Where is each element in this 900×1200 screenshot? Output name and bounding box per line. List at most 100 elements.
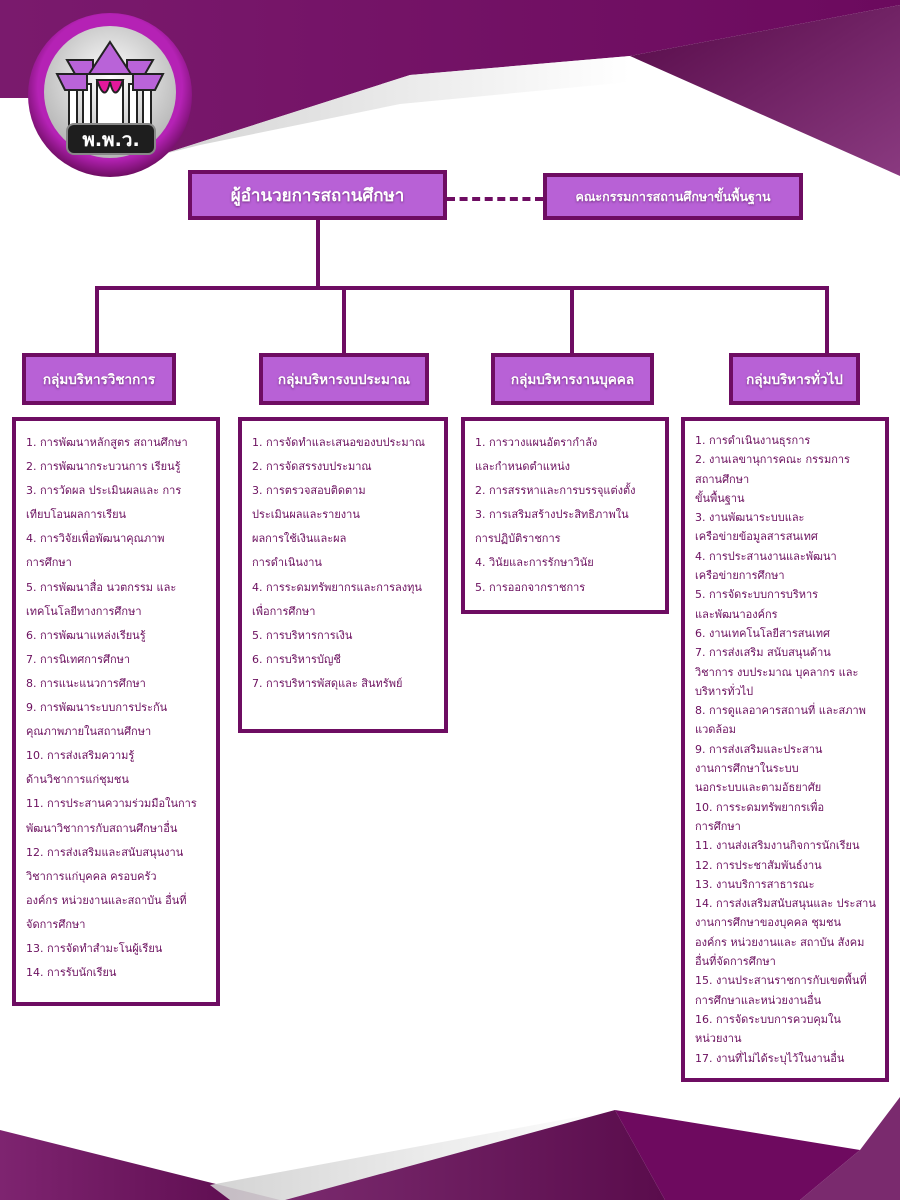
duty-item-line: วิชาการแก่บุคคล ครอบครัว [26, 869, 157, 883]
duty-item-line: 14. การรับนักเรียน [26, 966, 117, 980]
duty-item-line: การศึกษา [26, 556, 72, 570]
duty-item-line: 4. การประสานงานและพัฒนา [695, 549, 837, 563]
group-title: กลุ่มบริหารงบประมาณ [277, 372, 411, 388]
group-box-general: กลุ่มบริหารทั่วไป [729, 353, 860, 405]
duty-item-line: การดำเนินงาน [252, 556, 322, 570]
duty-item-line: สถานศึกษา [695, 472, 750, 486]
group-box-budget: กลุ่มบริหารงบประมาณ [259, 353, 429, 405]
duty-item-line: 6. การบริหารบัญชี [252, 652, 341, 666]
duty-item-line: 5. การบริหารการเงิน [252, 628, 353, 642]
top-banner-shape [0, 0, 900, 176]
duty-item-line: 16. การจัดระบบการควบคุมใน [695, 1012, 841, 1026]
duty-item-line: แวดล้อม [695, 723, 737, 737]
committee-label: คณะกรรมการสถานศึกษาขั้นพื้นฐาน [575, 188, 771, 204]
committee-box: คณะกรรมการสถานศึกษาขั้นพื้นฐาน [543, 173, 803, 220]
duty-item-line: 11. การประสานความร่วมมือในการ [26, 797, 197, 811]
duty-item-line: 4. วินัยและการรักษาวินัย [475, 556, 594, 570]
duty-item-line: 12. การประชาสัมพันธ์งาน [695, 858, 822, 872]
duty-item-line: นอกระบบและตามอัธยาศัย [695, 781, 822, 795]
duty-item-line: บริหารทั่วไป [695, 684, 754, 698]
duty-list-budget: 1. การจัดทำและเสนอของบประมาณ 2. การจัดสรร… [238, 417, 448, 733]
duty-item-line: 4. การวิจัยเพื่อพัฒนาคุณภาพ [26, 532, 165, 546]
duty-item-line: 6. งานเทคโนโลยีสารสนเทศ [695, 626, 830, 640]
duty-item-line: งานการศึกษาในระบบ [695, 762, 799, 776]
duty-item-line: และพัฒนาองค์กร [695, 607, 778, 621]
duty-item-line: จัดการศึกษา [26, 917, 86, 931]
group-title: กลุ่มบริหารงานบุคคล [510, 372, 635, 388]
duty-item-line: 3. การวัดผล ประเมินผลและ การ [26, 484, 182, 498]
duty-item-line: องค์กร หน่วยงานและสถาบัน อื่นที่ [26, 893, 187, 907]
school-logo: พ.พ.ว. [28, 13, 192, 177]
duty-item-line: 1. การจัดทำและเสนอของบประมาณ [252, 436, 426, 449]
duty-item-line: 7. การนิเทศการศึกษา [26, 652, 131, 666]
thai-temple-roof-icon [55, 40, 165, 130]
connector-group-3 [570, 286, 574, 354]
group-title: กลุ่มบริหารวิชาการ [42, 372, 156, 388]
connector-group-4 [825, 286, 829, 354]
duty-item-line: อื่นที่จัดการศึกษา [695, 955, 776, 969]
duty-item-line: 8. การแนะแนวการศึกษา [26, 676, 146, 690]
director-box: ผู้อำนวยการสถานศึกษา [188, 170, 447, 220]
group-title: กลุ่มบริหารทั่วไป [746, 372, 843, 388]
connector-group-1 [95, 286, 99, 354]
duty-item-line: 7. การส่งเสริม สนับสนุนด้าน [695, 646, 831, 660]
duty-item-line: 1. การวางแผนอัตรากำลัง [475, 436, 598, 449]
duty-list-academic: 1. การพัฒนาหลักสูตร สถานศึกษา 2. การพัฒนา… [12, 417, 220, 1006]
duty-item-line: 2. การจัดสรรงบประมาณ [252, 460, 372, 474]
duty-item-line: 2. งานเลขานุการคณะ กรรมการ [695, 453, 850, 467]
connector-committee-dashed [447, 197, 543, 201]
duty-item-line: 2. การสรรหาและการบรรจุแต่งตั้ง [475, 484, 636, 498]
logo-label-plate: พ.พ.ว. [66, 123, 156, 155]
duty-item-line: 5. การพัฒนาสื่อ นวตกรรม และ [26, 580, 177, 594]
duty-list-general: 1. การดำเนินงานธุรการ 2. งานเลขานุการคณะ … [681, 417, 889, 1082]
duty-item-line: หน่วยงาน [695, 1032, 742, 1046]
duty-item-line: วิชาการ งบประมาณ บุคลากร และ [695, 665, 859, 679]
connector-horizontal [95, 286, 829, 290]
duty-item-line: 8. การดูแลอาคารสถานที่ และสภาพ [695, 704, 866, 718]
duty-item-line: พัฒนาวิชาการกับสถานศึกษาอื่น [26, 821, 178, 835]
duty-item-line: เครือข่ายข้อมูลสารสนเทศ [695, 530, 818, 544]
duty-item-line: เพื่อการศึกษา [252, 604, 316, 618]
duty-item-line: 9. การส่งเสริมและประสาน [695, 742, 823, 756]
connector-director-down [316, 218, 320, 289]
connector-group-2 [342, 286, 346, 354]
duty-item-line: เทคโนโลยีทางการศึกษา [26, 604, 142, 618]
group-box-personnel: กลุ่มบริหารงานบุคคล [491, 353, 654, 405]
logo-label: พ.พ.ว. [82, 129, 139, 151]
duty-item-line: 7. การบริหารพัสดุและ สินทรัพย์ [252, 676, 403, 690]
bottom-banner-shape [0, 1097, 900, 1200]
duty-item-line: การปฏิบัติราชการ [475, 532, 561, 546]
duty-item-line: 17. งานที่ไม่ได้ระบุไว้ในงานอื่น [695, 1051, 845, 1065]
duty-item-line: 3. การเสริมสร้างประสิทธิภาพใน [475, 508, 629, 522]
duty-item-line: 15. งานประสานราชการกับเขตพื้นที่ [695, 974, 867, 988]
duty-item-line: 14. การส่งเสริมสนับสนุนและ ประสาน [695, 897, 876, 911]
group-box-academic: กลุ่มบริหารวิชาการ [22, 353, 176, 405]
duty-item-line: คุณภาพภายในสถานศึกษา [26, 725, 152, 739]
duty-item-line: 13. การจัดทำสำมะโนผู้เรียน [26, 941, 163, 955]
duty-item-line: 13. งานบริการสาธารณะ [695, 877, 815, 891]
duty-item-line: 3. งานพัฒนาระบบและ [695, 511, 805, 525]
director-label: ผู้อำนวยการสถานศึกษา [230, 185, 405, 206]
duty-item-line: การศึกษา [695, 819, 741, 833]
duty-item-line: 1. การดำเนินงานธุรการ [695, 434, 811, 447]
duty-item-line: 2. การพัฒนากระบวนการ เรียนรู้ [26, 460, 181, 474]
duty-item-line: 5. การออกจากราชการ [475, 580, 586, 594]
duty-item-line: และกำหนดตำแหน่ง [475, 460, 571, 474]
duty-item-line: งานการศึกษาของบุคคล ชุมชน [695, 916, 842, 930]
duty-item-line: 3. การตรวจสอบติดตาม [252, 484, 366, 498]
duty-item-line: เครือข่ายการศึกษา [695, 569, 785, 583]
duty-item-line: ประเมินผลและรายงาน [252, 508, 360, 522]
duty-item-line: เทียบโอนผลการเรียน [26, 508, 127, 522]
duty-item-line: 9. การพัฒนาระบบการประกัน [26, 701, 168, 715]
duty-item-line: 4. การระดมทรัพยากรและการลงทุน [252, 580, 422, 594]
duty-item-line: 12. การส่งเสริมและสนับสนุนงาน [26, 845, 184, 859]
duty-item-line: 11. งานส่งเสริมงานกิจการนักเรียน [695, 839, 860, 853]
duty-item-line: 1. การพัฒนาหลักสูตร สถานศึกษา [26, 436, 188, 449]
duty-item-line: ขั้นพื้นฐาน [695, 491, 745, 505]
duty-item-line: ด้านวิชาการแก่ชุมชน [26, 773, 129, 787]
duty-item-line: 6. การพัฒนาแหล่งเรียนรู้ [26, 628, 146, 642]
duty-list-personnel: 1. การวางแผนอัตรากำลังและกำหนดตำแหน่ง 2. … [461, 417, 669, 614]
duty-item-line: ผลการใช้เงินและผล [252, 532, 347, 546]
duty-item-line: องค์กร หน่วยงานและ สถาบัน สังคม [695, 935, 865, 949]
